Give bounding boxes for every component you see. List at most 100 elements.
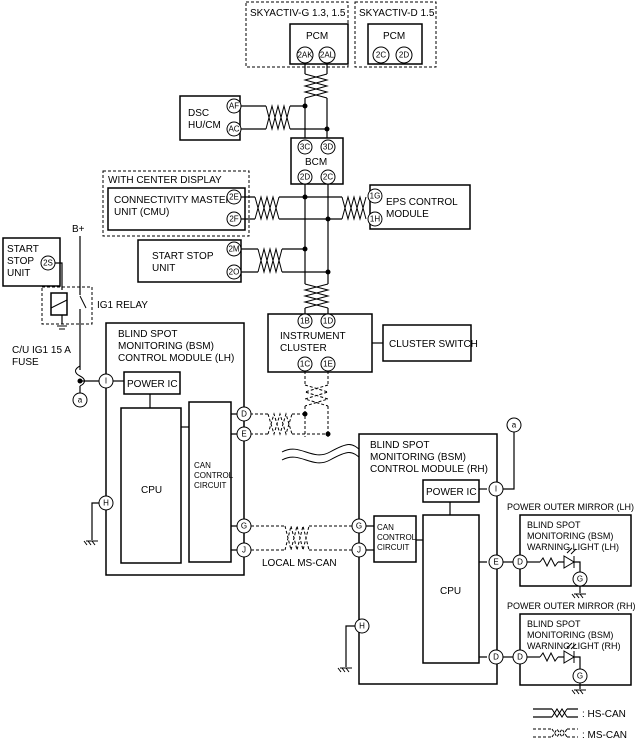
relay-coil-mark <box>50 299 68 309</box>
cmu-label-1: CONNECTIVITY MASTER <box>114 195 233 206</box>
wire-break-mark <box>281 444 363 456</box>
lh-can-circuit-box <box>188 401 232 563</box>
mirror-rh-title: POWER OUTER MIRROR (RH) <box>507 601 636 611</box>
ssu-wires-2 <box>282 248 328 273</box>
ms-can-wires <box>304 371 329 385</box>
resistor-icon <box>539 556 559 568</box>
pin-label: 2C <box>323 173 333 182</box>
rh-can-label-1: CAN <box>377 523 394 532</box>
lh-cpu-label: CPU <box>141 485 162 496</box>
pin-label: 1E <box>323 360 333 369</box>
rh-can-label-3: CIRCUIT <box>377 543 410 552</box>
pin-label: 1D <box>323 317 333 326</box>
pin-pcm-d-2c <box>372 46 390 64</box>
pcm-g-label: PCM <box>306 31 328 42</box>
twisted-pair-icon <box>267 412 293 436</box>
pin-label: 2AL <box>320 51 335 60</box>
pin-label: 1C <box>300 360 310 369</box>
pin-label: J <box>357 546 361 555</box>
junction-a-lh <box>72 392 88 408</box>
pin-label: 2C <box>376 51 386 60</box>
local-ms-can-label: LOCAL MS-CAN <box>262 558 337 569</box>
bcm-label: BCM <box>305 157 327 168</box>
eps-wires <box>305 196 342 220</box>
wire-break-mark <box>281 452 363 464</box>
junction-label: a <box>78 396 83 405</box>
pin-label: 1H <box>370 215 380 224</box>
lh-can-label-1: CAN <box>194 461 211 470</box>
resistor-icon <box>539 651 559 663</box>
mirror-lh-title: POWER OUTER MIRROR (LH) <box>507 502 634 512</box>
ground-icon <box>83 540 98 546</box>
lh-power-ic-box <box>123 371 181 395</box>
legend-ms-can-wires <box>533 728 552 738</box>
ground-icon <box>337 667 352 673</box>
legend-hs-can-wires <box>567 708 578 718</box>
ms-can-lh-wires <box>250 413 268 435</box>
dsc-label-1: DSC <box>188 108 209 119</box>
skyactiv-d-label: SKYACTIV-D 1.5 <box>359 8 435 19</box>
rh-power-ic-label: POWER IC <box>426 487 477 498</box>
pin-lh-e <box>236 426 252 442</box>
pin-label: D <box>517 653 523 662</box>
center-display-group <box>102 170 250 237</box>
cluster-switch-label: CLUSTER SWITCH <box>389 339 478 350</box>
cluster-switch-box <box>382 324 472 362</box>
rh-can-circuit-box <box>373 515 417 563</box>
lh-internal-wire <box>231 413 237 551</box>
ssu-left-label-1: START <box>7 244 39 255</box>
ig1-relay-label: IG1 RELAY <box>97 300 148 311</box>
pin-label: 2O <box>229 268 240 277</box>
ig1-relay-box <box>41 286 93 325</box>
splice-dot <box>325 431 331 437</box>
mirror-rh-wire <box>574 656 581 669</box>
bsm-lh-label-2: MONITORING (BSM) <box>118 341 214 352</box>
pin-label: 2D <box>399 51 409 60</box>
warn-lh-label-3: WARNING LIGHT (LH) <box>527 542 619 552</box>
lh-can-label-3: CIRCUIT <box>194 481 227 490</box>
ssu-label-2: UNIT <box>152 263 175 274</box>
pin-label: G <box>577 575 583 584</box>
pin-label: H <box>103 499 109 508</box>
legend-hs-can-icon <box>551 708 568 718</box>
splice-dot <box>325 269 331 275</box>
legend-hs-can-wires <box>533 708 552 718</box>
pin-label: 3D <box>323 143 333 152</box>
pcm-wires <box>304 63 328 74</box>
bsm-lh-label-1: BLIND SPOT <box>118 329 177 340</box>
warn-lh-label-1: BLIND SPOT <box>527 520 581 530</box>
relay-switch-icon <box>79 295 87 309</box>
ground-icon <box>57 325 67 330</box>
ssu-left-wire <box>55 262 63 290</box>
pin-eps-1g <box>367 188 383 204</box>
skyactiv-g-group <box>245 1 349 68</box>
cmu-wires-2 <box>279 196 328 220</box>
twisted-pair-icon <box>254 195 280 221</box>
pin-label: G <box>241 522 247 531</box>
ssu-left-label-3: UNIT <box>7 268 30 279</box>
pin-label: 2AK <box>297 51 313 60</box>
twisted-pair-icon <box>341 195 367 221</box>
pin-label: 2S <box>43 259 53 268</box>
pin-label: 2F <box>229 215 238 224</box>
pin-label: D <box>517 558 523 567</box>
pin-label: 2D <box>300 173 310 182</box>
pin-bcm-3d <box>320 139 336 155</box>
pin-label: I <box>495 485 497 494</box>
eps-label-2: MODULE <box>386 209 429 220</box>
pin-pcm-d-2d <box>395 46 413 64</box>
rh-internal-wire <box>479 561 487 658</box>
pin-bcm-3c <box>297 139 313 155</box>
lh-cpu-box <box>120 407 182 564</box>
ssu-left-label-2: STOP <box>7 256 34 267</box>
rh-power-ic-box <box>422 479 480 503</box>
fuse-icon <box>75 365 85 387</box>
pin-eps-1h <box>367 211 383 227</box>
splice-dot <box>324 126 330 132</box>
pin-label: 2E <box>229 193 239 202</box>
rh-ground-wire <box>345 625 355 667</box>
warn-lh-label-2: MONITORING (BSM) <box>527 531 613 541</box>
warn-rh-label-1: BLIND SPOT <box>527 619 581 629</box>
bsm-lh-label-3: CONTROL MODULE (LH) <box>118 353 234 364</box>
